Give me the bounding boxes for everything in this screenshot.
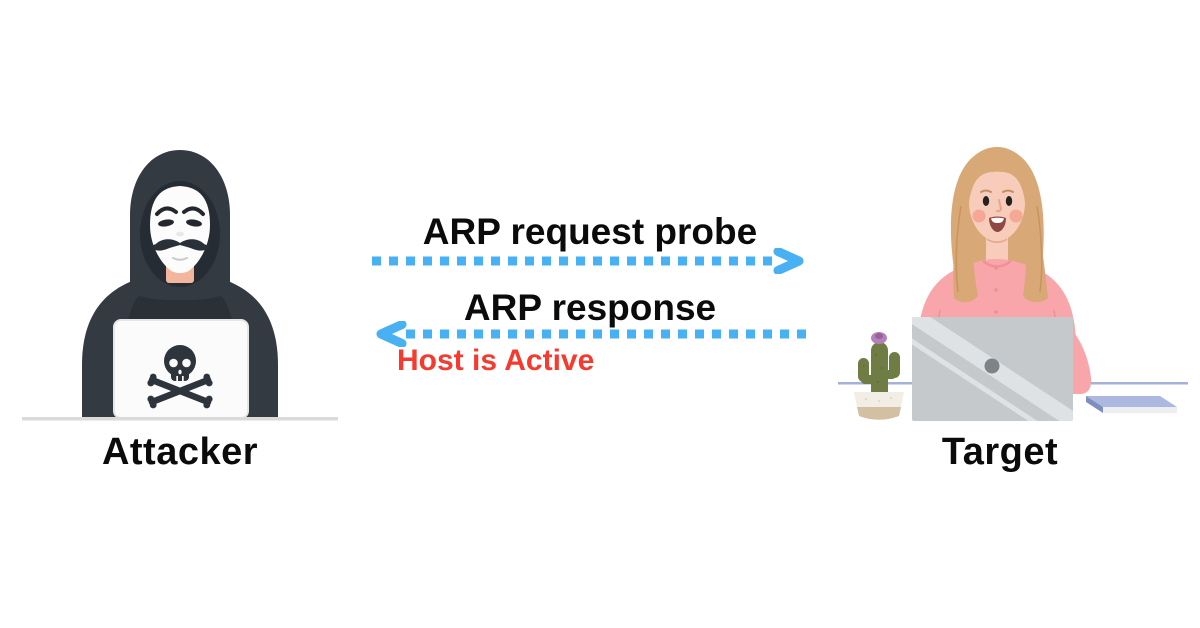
notebook-icon	[1086, 396, 1177, 413]
arp-response-label: ARP response	[463, 287, 717, 328]
cactus-icon	[854, 332, 904, 420]
arrow-left-icon	[376, 321, 407, 347]
arp-response-arrow	[376, 321, 808, 347]
target-laptop-icon	[912, 317, 1073, 421]
attacker-illustration	[22, 150, 338, 421]
host-active-note: Host is Active	[397, 344, 595, 377]
skull-crossbones-icon	[147, 345, 213, 409]
target-label: Target	[941, 431, 1059, 473]
target-illustration	[838, 147, 1188, 421]
arp-request-label: ARP request probe	[422, 211, 758, 252]
face	[968, 162, 1026, 242]
arrow-right-icon	[773, 248, 804, 274]
bangs	[968, 162, 1026, 202]
attacker-laptop-icon	[113, 319, 249, 419]
laptop-logo-dot	[984, 358, 1000, 374]
attacker-desk-line	[22, 417, 338, 421]
attacker-label: Attacker	[101, 431, 259, 473]
arp-request-arrow	[372, 248, 804, 274]
anonymous-mask-icon	[149, 186, 211, 273]
